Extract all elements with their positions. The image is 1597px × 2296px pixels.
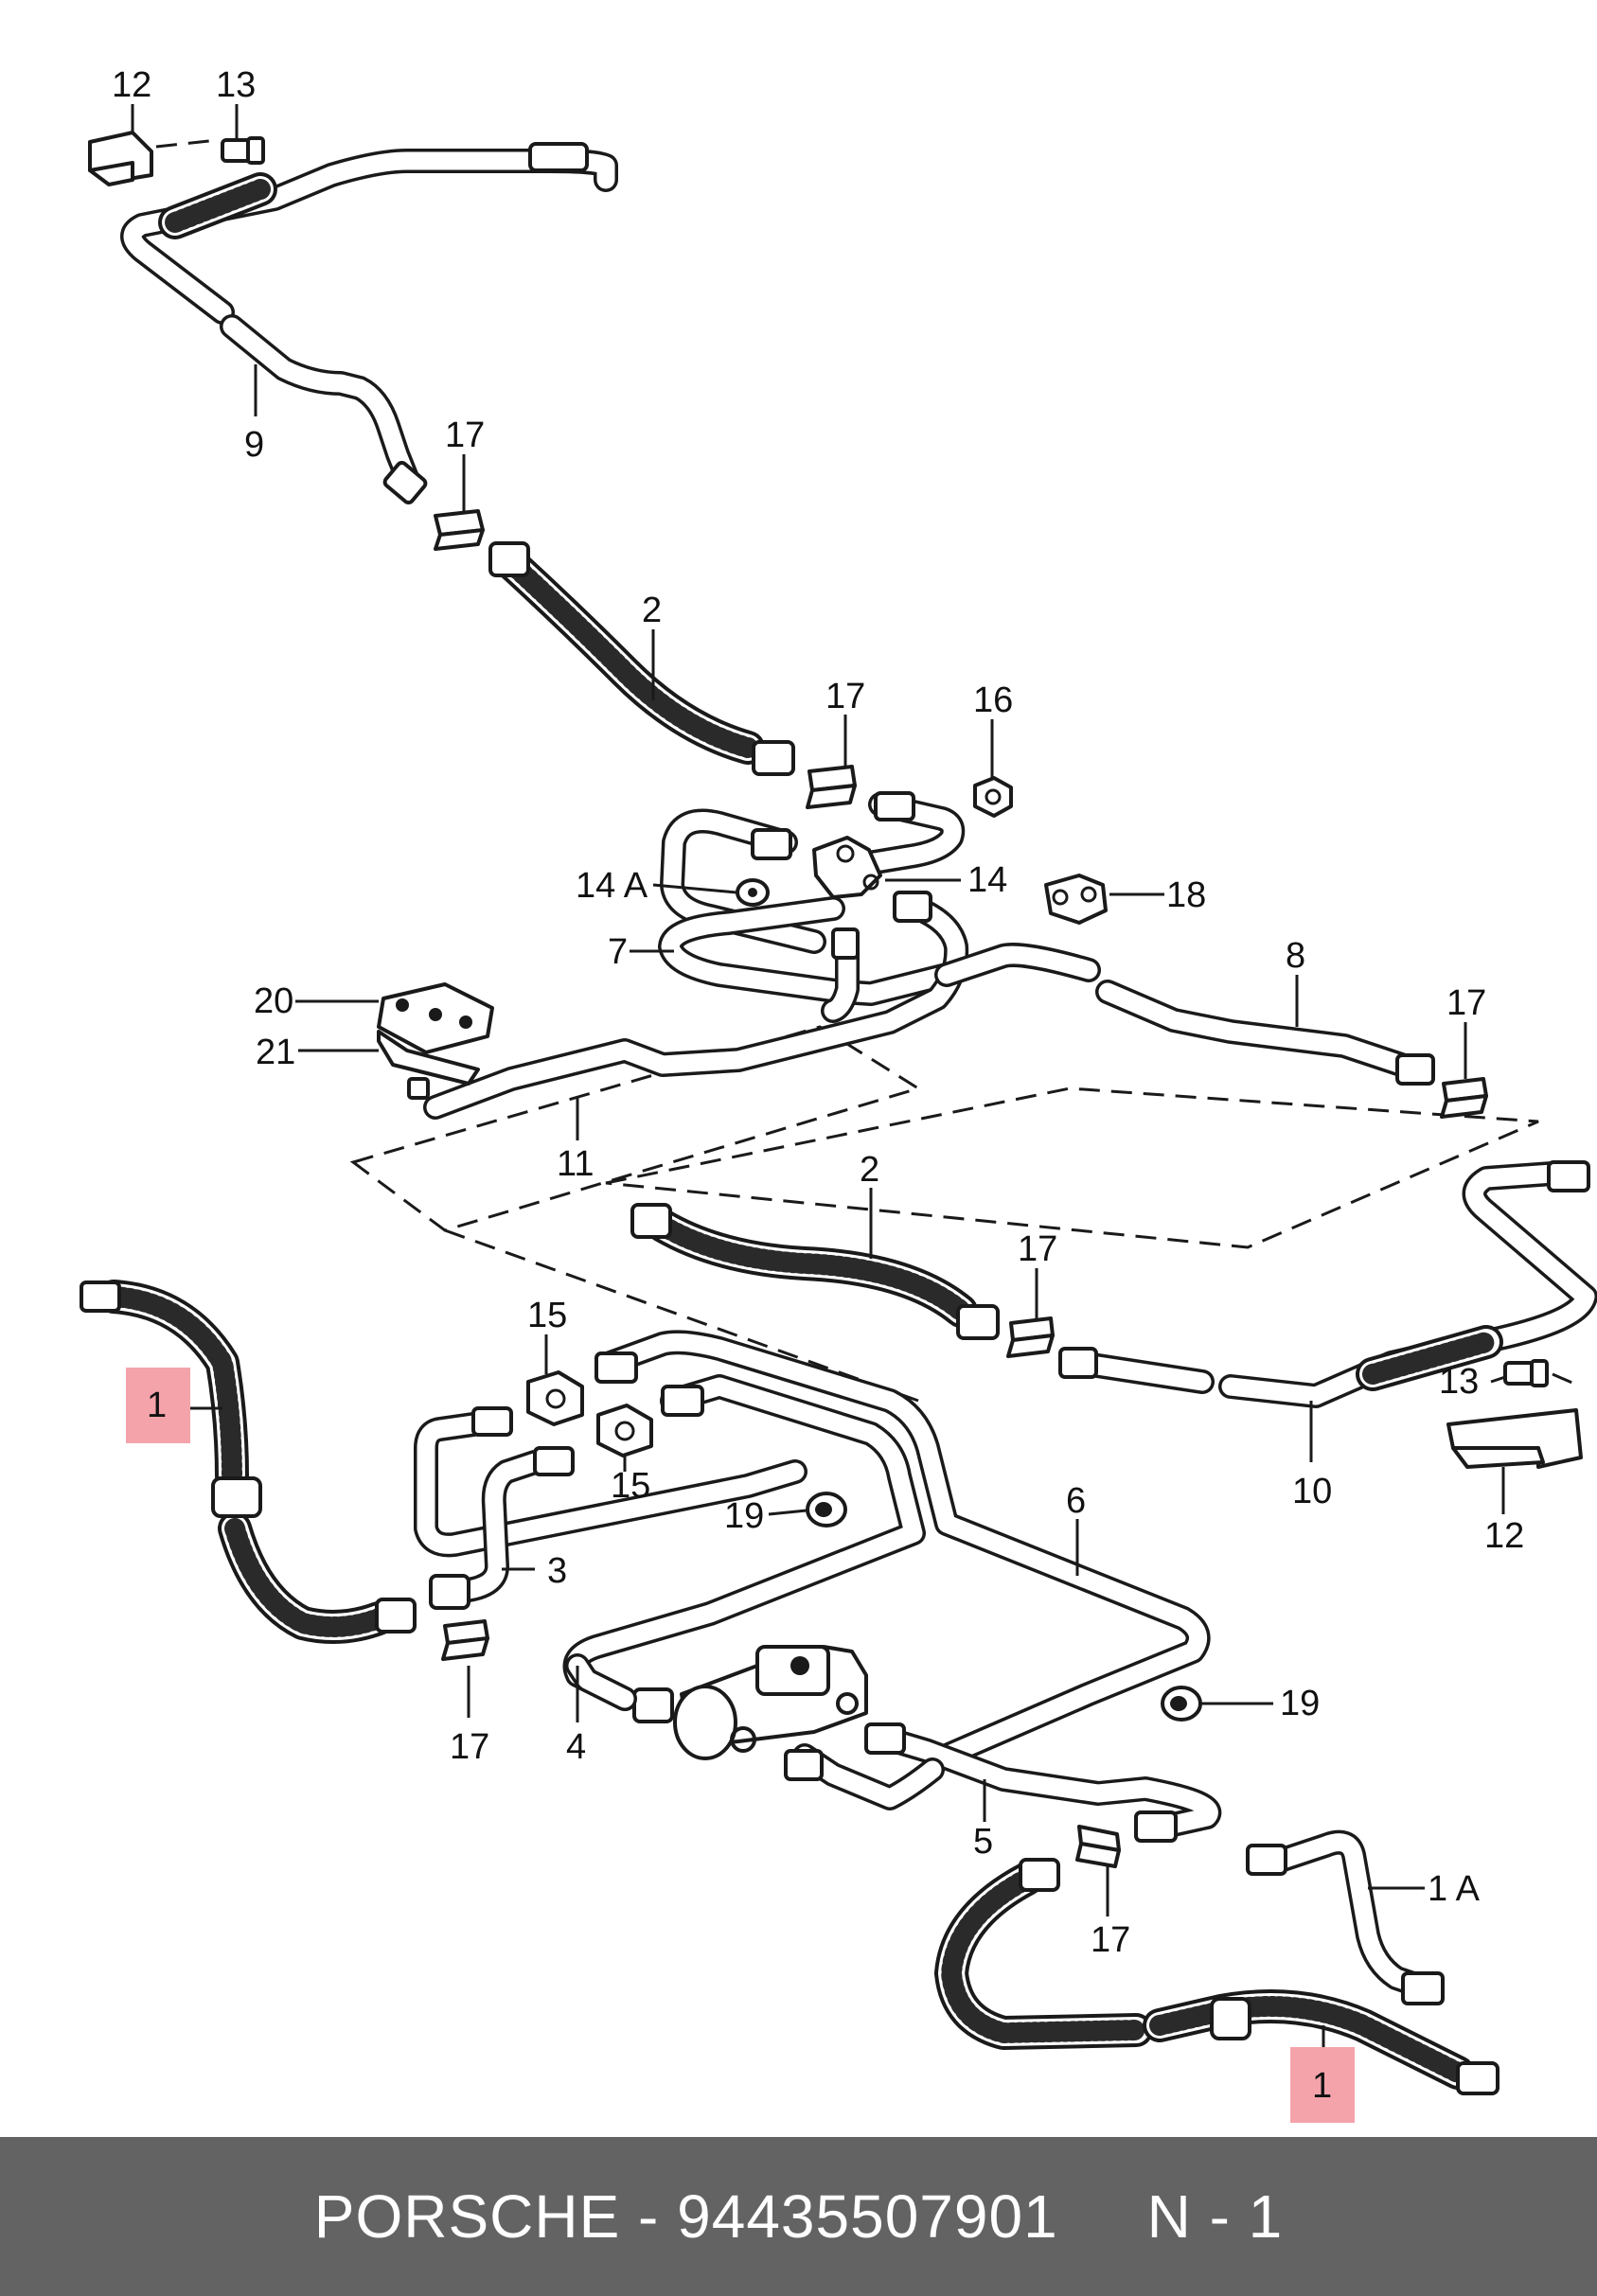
footer-bar: PORSCHE - 94435507901 N - 1	[0, 2137, 1597, 2296]
highlight-box-1-right	[1290, 2047, 1355, 2123]
callout-17: 17	[1091, 1920, 1130, 1960]
callout-15: 15	[527, 1296, 567, 1335]
washer-14a	[736, 878, 770, 907]
brake-pipe-7	[658, 791, 966, 1023]
callout-10: 10	[1292, 1472, 1332, 1511]
callout-17: 17	[450, 1727, 489, 1767]
callout-17: 17	[1018, 1229, 1057, 1269]
t-piece-14	[812, 836, 882, 899]
bracket-21	[377, 1030, 480, 1100]
clip-17-c	[1440, 1077, 1488, 1119]
callout-1: 1	[147, 1386, 167, 1425]
dashed-outline-upper	[605, 1086, 1539, 1249]
brake-hose-1-left	[80, 1280, 417, 1644]
callout-1: 1	[1312, 2066, 1332, 2106]
brake-pipe-4	[565, 1653, 637, 1711]
callout-15: 15	[611, 1466, 650, 1506]
brake-line-diagram: 12 13 9 17 2 17 16 14 A 14 18 7 8 17 20 …	[80, 65, 1597, 2123]
callout-18: 18	[1166, 875, 1206, 915]
brake-hose-2-lower	[630, 1203, 1000, 1340]
nut-16	[973, 776, 1013, 818]
callout-12: 12	[112, 65, 151, 105]
callout-6: 6	[1066, 1481, 1086, 1521]
union-15-a	[526, 1370, 584, 1426]
brake-hose-2-upper	[488, 541, 795, 776]
bolt-13-top	[221, 136, 265, 165]
callout-11: 11	[557, 1144, 594, 1184]
bolt-13-right	[1503, 1359, 1582, 1388]
part-number-caption: PORSCHE - 94435507901 N - 1	[313, 2182, 1284, 2251]
callout-19: 19	[724, 1496, 764, 1536]
callout-labels: 12 13 9 17 2 17 16 14 A 14 18 7 8 17 20 …	[112, 65, 1524, 2106]
clip-17-b	[806, 765, 857, 809]
bracket-12-top	[88, 131, 219, 186]
clip-17-d	[1006, 1316, 1055, 1358]
callout-14a: 14 A	[576, 866, 648, 906]
callout-7: 7	[608, 932, 628, 972]
bracket-12-right	[1446, 1408, 1583, 1469]
callout-3: 3	[547, 1551, 567, 1591]
callout-20: 20	[254, 981, 293, 1021]
leader-lines	[131, 104, 1506, 2068]
callout-5: 5	[973, 1822, 993, 1862]
callout-9: 9	[244, 425, 264, 465]
clip-17-f	[1075, 1825, 1121, 1868]
callout-17: 17	[825, 677, 865, 716]
grommet-19-b	[1161, 1686, 1202, 1722]
brake-pipe-9	[120, 142, 618, 505]
clip-17-a	[434, 509, 485, 551]
callout-2: 2	[642, 591, 662, 630]
brake-hose-1-right	[934, 1858, 1499, 2095]
callout-17: 17	[445, 415, 485, 455]
union-15-b	[596, 1404, 653, 1457]
callout-2: 2	[860, 1150, 879, 1190]
brake-pipe-8	[934, 943, 1435, 1086]
callout-1a: 1 A	[1428, 1869, 1481, 1909]
clamp-18	[1044, 874, 1108, 925]
callout-13: 13	[1439, 1362, 1479, 1402]
brake-pipe-1a	[1246, 1829, 1445, 2005]
clamp-block-20	[377, 982, 494, 1054]
callout-13: 13	[216, 65, 256, 105]
highlight-box-1-left	[126, 1368, 190, 1443]
brake-pipe-3	[414, 1406, 807, 1610]
grommet-19-a	[806, 1492, 847, 1528]
callout-8: 8	[1286, 936, 1305, 976]
callout-21: 21	[256, 1033, 295, 1072]
callout-17: 17	[1446, 983, 1486, 1023]
callout-14: 14	[967, 860, 1007, 900]
callout-16: 16	[973, 680, 1013, 720]
callout-19: 19	[1280, 1684, 1320, 1723]
callout-4: 4	[566, 1727, 586, 1767]
brake-pipe-5	[784, 1722, 1222, 1843]
master-cylinder	[632, 1645, 868, 1760]
dashed-outline-lower	[444, 1228, 919, 1403]
clip-17-e	[441, 1619, 489, 1661]
callout-12: 12	[1484, 1516, 1524, 1556]
brake-pipe-10	[1058, 1160, 1597, 1408]
